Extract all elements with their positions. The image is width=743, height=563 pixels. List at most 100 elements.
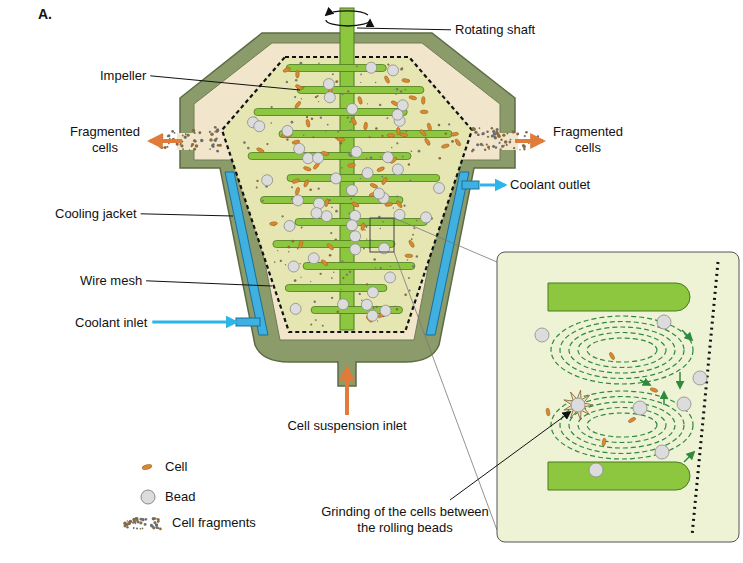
bead bbox=[392, 109, 403, 120]
cell-fragment bbox=[402, 156, 404, 158]
cell-fragment bbox=[295, 79, 298, 82]
legend-swatch bbox=[141, 518, 144, 521]
cell-fragment bbox=[537, 135, 539, 137]
legend-swatch bbox=[145, 518, 148, 521]
cell-fragment bbox=[492, 145, 495, 148]
cell bbox=[337, 137, 345, 141]
cell-fragment bbox=[198, 131, 201, 134]
cell-fragment bbox=[395, 93, 397, 95]
cell-fragment bbox=[486, 130, 489, 133]
cell-fragment bbox=[448, 123, 450, 125]
cell-fragment bbox=[411, 150, 413, 152]
cell bbox=[424, 137, 431, 146]
bead-flow-path bbox=[551, 391, 693, 459]
part-label: Wire mesh bbox=[80, 273, 142, 289]
cell-fragment bbox=[487, 136, 489, 138]
cell-fragment bbox=[375, 82, 377, 84]
flow-arrow bbox=[515, 139, 543, 143]
bead bbox=[311, 208, 322, 219]
legend-swatch bbox=[136, 520, 139, 523]
bead bbox=[367, 310, 378, 321]
cell bbox=[295, 187, 301, 196]
cell-fragment bbox=[327, 124, 329, 126]
cell bbox=[628, 416, 637, 423]
cell-fragment bbox=[496, 128, 499, 131]
cell-fragment bbox=[243, 141, 246, 144]
cell-fragment bbox=[396, 308, 398, 310]
cell-fragment bbox=[350, 129, 352, 131]
cell-fragment bbox=[381, 135, 383, 137]
impeller-disc bbox=[254, 109, 407, 116]
cell-fragment bbox=[210, 132, 214, 136]
cell-fragment bbox=[493, 133, 496, 136]
cell-fragment bbox=[409, 180, 411, 182]
cell-fragment bbox=[335, 210, 338, 213]
cell-fragment bbox=[291, 186, 293, 188]
cell-fragment bbox=[291, 121, 294, 124]
bead bbox=[303, 153, 314, 164]
bead-flow-path bbox=[578, 333, 666, 368]
cell-fragment bbox=[497, 135, 500, 138]
cell bbox=[351, 201, 360, 208]
cell bbox=[298, 240, 303, 249]
cell-fragment bbox=[167, 134, 170, 137]
cell-fragment bbox=[418, 150, 421, 153]
cell-fragment bbox=[391, 147, 392, 148]
cell bbox=[294, 100, 302, 109]
bead bbox=[362, 168, 373, 179]
cell-fragment bbox=[347, 117, 349, 119]
cell-fragment bbox=[359, 293, 361, 295]
cell-fragment bbox=[330, 232, 332, 234]
panel-letter: A. bbox=[38, 6, 52, 23]
impeller-disc bbox=[548, 283, 690, 311]
cell-fragment bbox=[315, 319, 317, 321]
bead bbox=[321, 211, 332, 222]
cell-fragment bbox=[491, 127, 494, 130]
bead bbox=[294, 143, 305, 154]
cell-fragment bbox=[500, 139, 502, 141]
legend-swatch bbox=[126, 526, 128, 528]
cell-fragment bbox=[216, 128, 220, 132]
legend-label: Cell bbox=[165, 459, 187, 475]
cell-fragment bbox=[329, 254, 332, 257]
cell-fragment bbox=[187, 134, 190, 137]
cell-fragment bbox=[294, 279, 297, 282]
cell-fragment bbox=[300, 277, 301, 278]
cell-fragment bbox=[161, 136, 163, 138]
cell-fragment bbox=[332, 73, 334, 75]
cell-fragment bbox=[331, 206, 333, 208]
cell-fragment bbox=[262, 200, 264, 202]
cell-fragment bbox=[342, 93, 344, 95]
bead bbox=[262, 175, 273, 186]
cell-fragment bbox=[270, 122, 272, 124]
cell-fragment bbox=[408, 163, 410, 165]
bead bbox=[589, 463, 603, 477]
part-label: Cooling jacket bbox=[55, 206, 137, 222]
zoom-indicator bbox=[394, 252, 497, 530]
flow-label: Cell suspension inlet bbox=[287, 418, 406, 434]
cell bbox=[427, 123, 433, 132]
bead bbox=[290, 303, 301, 314]
cell-fragment bbox=[380, 267, 382, 269]
legend-swatch bbox=[135, 517, 137, 519]
cell-fragment bbox=[379, 104, 381, 106]
bead bbox=[385, 272, 396, 283]
leader-lines bbox=[141, 28, 570, 500]
legend-swatch bbox=[127, 523, 128, 524]
cell-fragment bbox=[394, 306, 395, 307]
cell-fragment bbox=[288, 251, 289, 252]
cell bbox=[326, 243, 334, 251]
cell-fragment bbox=[366, 283, 368, 285]
flow-label: Coolant outlet bbox=[510, 177, 590, 193]
cell bbox=[305, 119, 310, 128]
cell-fragment bbox=[367, 103, 368, 104]
cell-fragment bbox=[375, 267, 376, 268]
cell bbox=[320, 259, 328, 267]
cell-fragment bbox=[300, 263, 301, 264]
cell-fragment bbox=[396, 195, 398, 197]
rotation-arrow bbox=[326, 11, 368, 15]
cell-fragment bbox=[280, 260, 282, 262]
cell-fragment bbox=[214, 131, 215, 132]
cell-fragment bbox=[438, 157, 441, 160]
cell-fragment bbox=[195, 144, 199, 148]
